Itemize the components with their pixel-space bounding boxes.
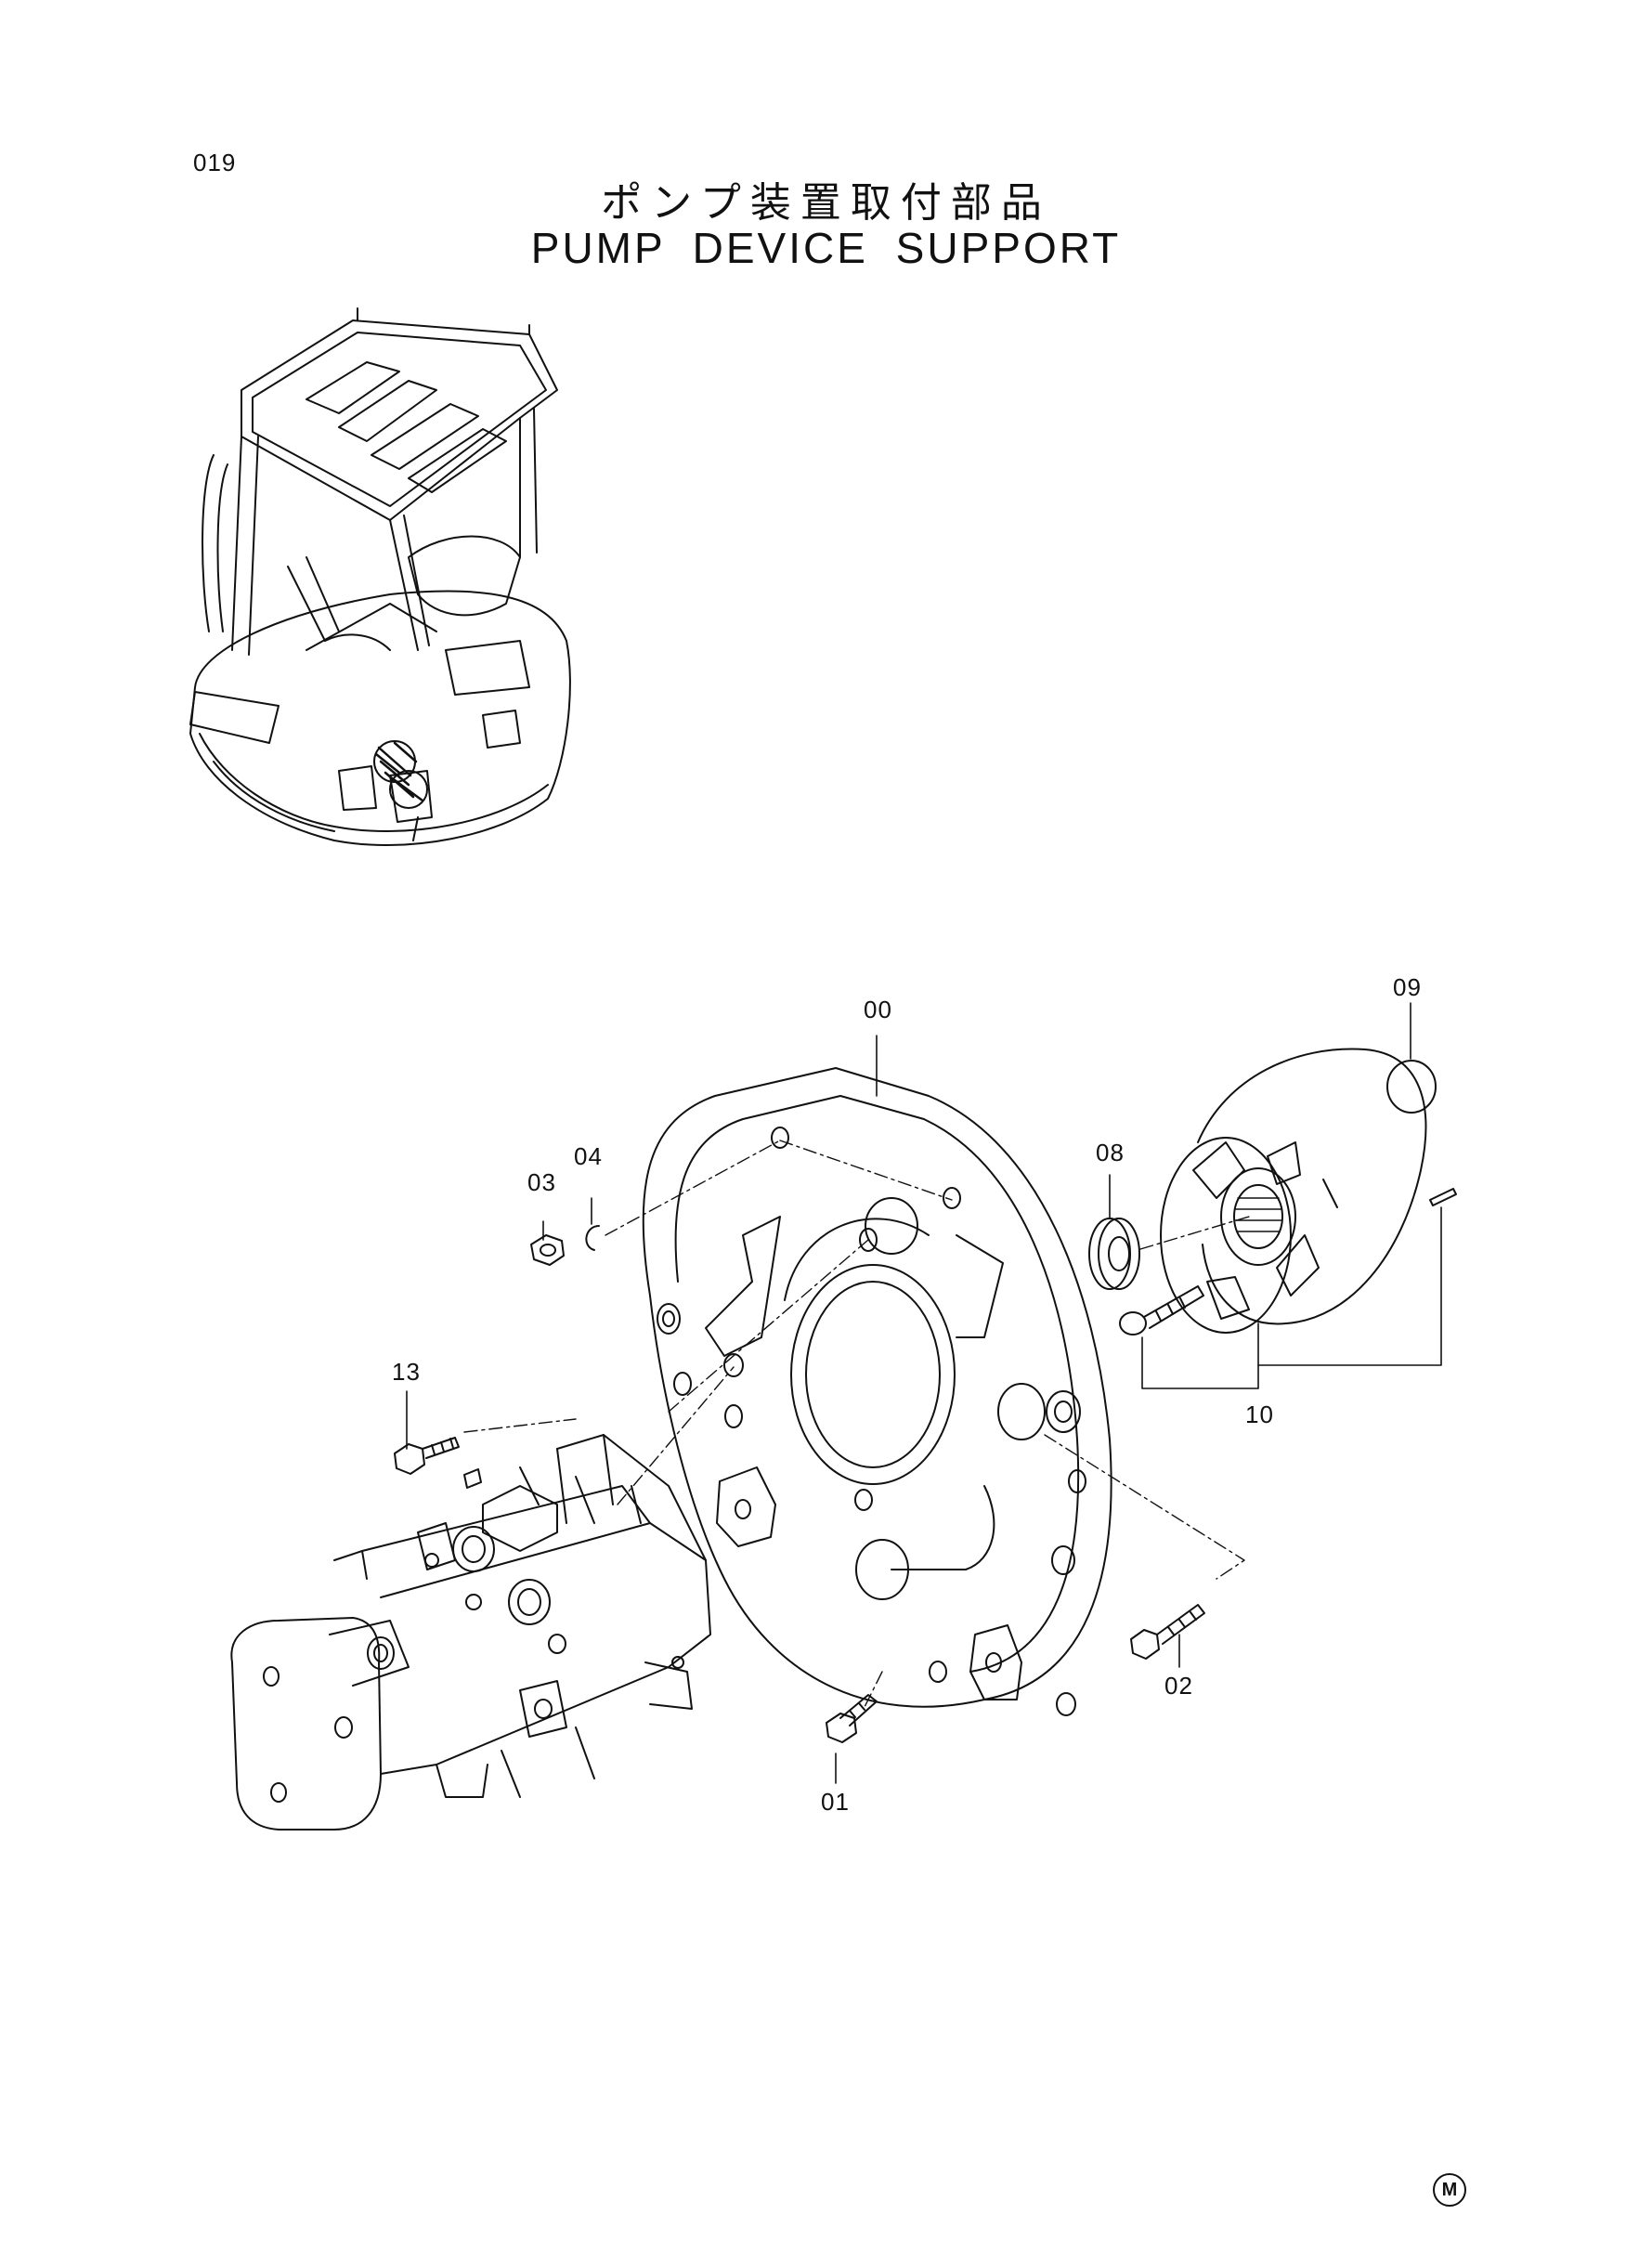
callout-04: 04 — [574, 1142, 603, 1170]
callout-10: 10 — [1245, 1401, 1274, 1428]
callout-01: 01 — [821, 1788, 850, 1816]
assembly-dash-lines — [464, 1140, 1249, 1709]
excavator-overview-illustration — [190, 308, 570, 845]
leader-lines — [407, 1003, 1441, 1783]
coupling-part-10 — [1161, 1049, 1425, 1333]
callout-00: 00 — [864, 996, 892, 1023]
callout-09: 09 — [1393, 973, 1422, 1001]
oil-seal-part-08 — [1089, 1218, 1139, 1289]
hydraulic-pump-assembly — [231, 1435, 710, 1830]
plug-part-09 — [1387, 1061, 1436, 1113]
catalog-mark: M — [1433, 2173, 1466, 2207]
washer-part-04 — [586, 1226, 599, 1250]
callout-08: 08 — [1096, 1139, 1125, 1166]
callout-13: 13 — [392, 1358, 421, 1386]
bolt-part-02 — [1131, 1605, 1204, 1659]
page-title-japanese: ポンプ装置取付部品 — [601, 179, 1051, 227]
pin — [1430, 1189, 1456, 1205]
callout-02: 02 — [1164, 1672, 1193, 1700]
bolt-part-13 — [395, 1438, 459, 1474]
page-title-english: PUMP DEVICE SUPPORT — [530, 224, 1122, 272]
bolt-part-01 — [826, 1695, 877, 1742]
flywheel-housing-part-00 — [644, 1068, 1112, 1715]
cap-screw — [1120, 1286, 1203, 1335]
callout-03: 03 — [527, 1168, 556, 1196]
pump-location-highlight — [374, 741, 432, 822]
nut-part-03 — [531, 1235, 564, 1265]
page-number: 019 — [193, 149, 237, 176]
